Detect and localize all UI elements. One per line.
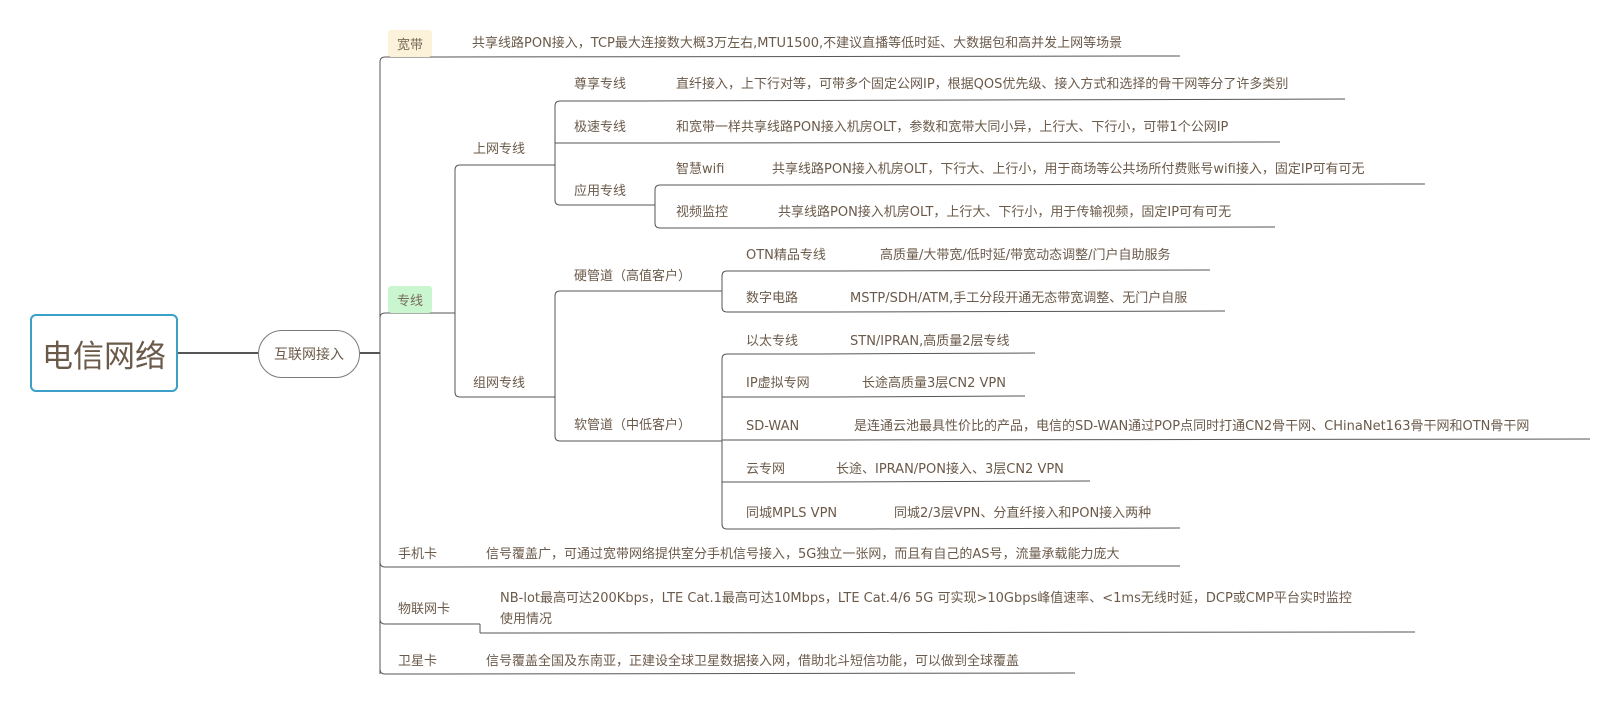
digital-circuit-desc[interactable]: MSTP/SDH/ATM,手工分段开通无态带宽调整、无门户自服 <box>850 291 1188 306</box>
node-networking-line[interactable]: 组网专线 <box>473 376 526 391</box>
satellite-card-desc[interactable]: 信号覆盖全国及东南亚，正建设全球卫星数据接入网，借助北斗短信功能，可以做到全球覆… <box>486 654 1020 669</box>
node-iot-card[interactable]: 物联网卡 <box>398 602 451 617</box>
smart-wifi-desc[interactable]: 共享线路PON接入机房OLT，下行大、上行小，用于商场等公共场所付费账号wifi… <box>772 162 1365 177</box>
mobile-card-desc[interactable]: 信号覆盖广，可通过宽带网络提供室分手机信号接入，5G独立一张网，而且有自己的AS… <box>486 547 1120 562</box>
speed-line-desc[interactable]: 和宽带一样共享线路PON接入机房OLT，参数和宽带大同小异，上行大、下行小，可带… <box>676 120 1229 135</box>
node-ethernet-line[interactable]: 以太专线 <box>746 334 799 349</box>
node-mobile-card[interactable]: 手机卡 <box>398 547 438 562</box>
video-surveillance-desc[interactable]: 共享线路PON接入机房OLT，上行大、下行小，用于传输视频，固定IP可有可无 <box>778 205 1232 220</box>
node-digital-circuit[interactable]: 数字电路 <box>746 291 799 306</box>
node-app-line[interactable]: 应用专线 <box>574 184 627 199</box>
hub-label: 互联网接入 <box>274 347 344 363</box>
node-hard-pipe[interactable]: 硬管道（高值客户） <box>574 269 692 284</box>
node-mpls-vpn[interactable]: 同城MPLS VPN <box>746 506 838 521</box>
node-dedicated-line[interactable]: 专线 <box>388 286 433 313</box>
iot-card-desc-line2[interactable]: 使用情况 <box>500 612 553 627</box>
mpls-vpn-desc[interactable]: 同城2/3层VPN、分直纤接入和PON接入两种 <box>894 506 1152 521</box>
root-node[interactable]: 电信网络 <box>30 314 178 392</box>
node-otn-line[interactable]: OTN精品专线 <box>746 248 826 263</box>
node-premium-line[interactable]: 尊享专线 <box>574 77 627 92</box>
broadband-desc[interactable]: 共享线路PON接入，TCP最大连接数大概3万左右,MTU1500,不建议直播等低… <box>472 36 1123 51</box>
root-label: 电信网络 <box>42 338 166 375</box>
node-sd-wan[interactable]: SD-WAN <box>746 419 800 434</box>
node-cloud-private-net[interactable]: 云专网 <box>746 462 786 477</box>
node-broadband[interactable]: 宽带 <box>388 30 433 57</box>
cloud-private-net-desc[interactable]: 长途、IPRAN/PON接入、3层CN2 VPN <box>836 462 1064 477</box>
ip-vpn-desc[interactable]: 长途高质量3层CN2 VPN <box>862 376 1006 391</box>
node-soft-pipe[interactable]: 软管道（中低客户） <box>574 418 692 433</box>
otn-line-desc[interactable]: 高质量/大带宽/低时延/带宽动态调整/门户自助服务 <box>880 248 1171 263</box>
node-speed-line[interactable]: 极速专线 <box>574 120 627 135</box>
ethernet-line-desc[interactable]: STN/IPRAN,高质量2层专线 <box>850 334 1010 349</box>
node-satellite-card[interactable]: 卫星卡 <box>398 654 438 669</box>
node-ip-vpn[interactable]: IP虚拟专网 <box>746 376 810 391</box>
broadband-label: 宽带 <box>397 38 424 53</box>
node-internet-line[interactable]: 上网专线 <box>473 142 526 157</box>
sd-wan-desc[interactable]: 是连通云池最具性价比的产品，电信的SD-WAN通过POP点同时打通CN2骨干网、… <box>854 419 1530 434</box>
node-video-surveillance[interactable]: 视频监控 <box>676 205 729 220</box>
dedicated-label: 专线 <box>397 294 424 309</box>
hub-node-internet-access[interactable]: 互联网接入 <box>258 330 360 378</box>
iot-card-desc-line1[interactable]: NB-lot最高可达200Kbps，LTE Cat.1最高可达10Mbps，LT… <box>500 591 1352 606</box>
node-smart-wifi[interactable]: 智慧wifi <box>676 162 725 177</box>
premium-line-desc[interactable]: 直纤接入，上下行对等，可带多个固定公网IP，根据QOS优先级、接入方式和选择的骨… <box>676 77 1289 92</box>
